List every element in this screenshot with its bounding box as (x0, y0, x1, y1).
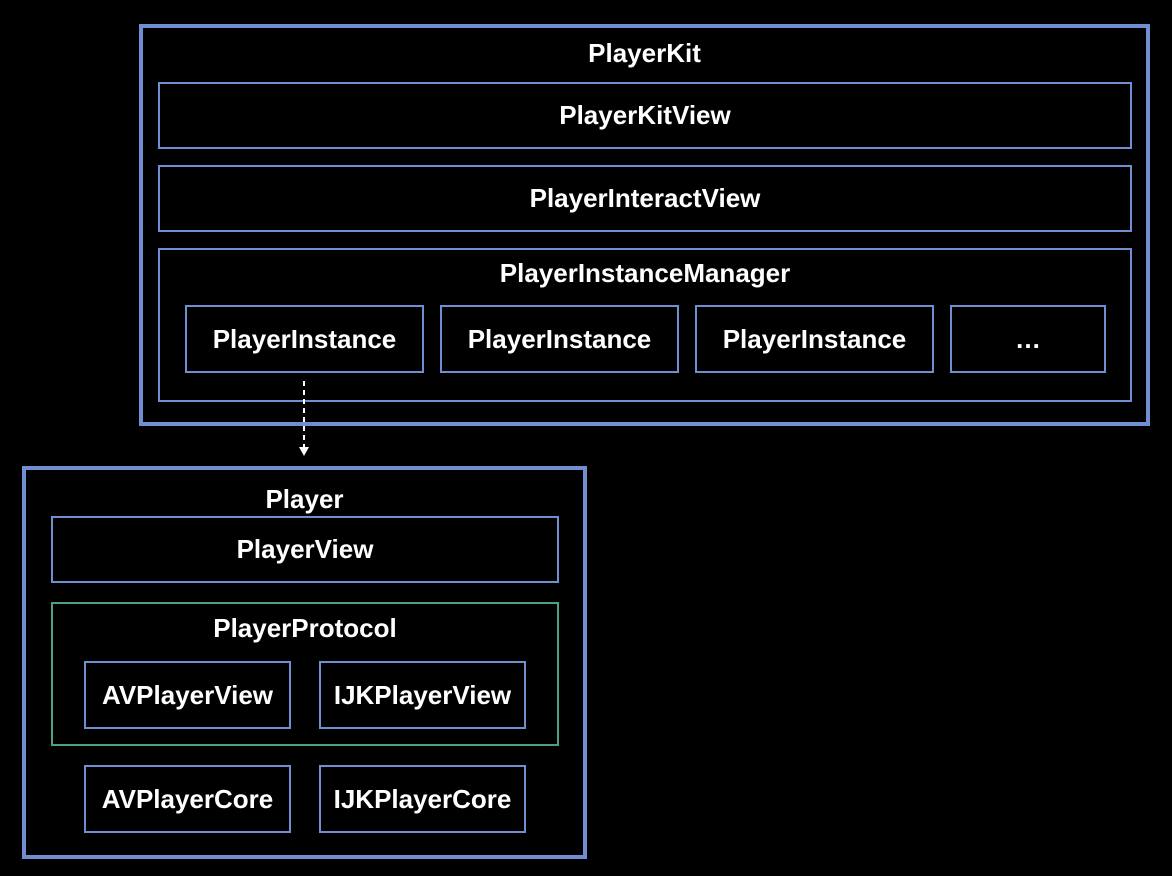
player-interact-view-label: PlayerInteractView (529, 183, 761, 213)
more-instances-box: … (950, 305, 1106, 373)
ijkplayer-view-box: IJKPlayerView (319, 661, 526, 729)
player-instance-manager-box: PlayerInstanceManager (158, 248, 1132, 402)
avplayer-view-label: AVPlayerView (101, 679, 274, 710)
player-instance-box: PlayerInstance (695, 305, 934, 373)
player-instance-label: PlayerInstance (467, 323, 652, 354)
player-protocol-box: PlayerProtocol (51, 602, 559, 746)
arrow-head (299, 447, 309, 456)
player-instance-box: PlayerInstance (440, 305, 679, 373)
playerkit-title: PlayerKit (588, 38, 701, 68)
player-instance-label: PlayerInstance (722, 323, 907, 354)
ijkplayer-core-box: IJKPlayerCore (319, 765, 526, 833)
player-interact-view-box: PlayerInteractView (158, 165, 1132, 232)
ijkplayer-view-label: IJKPlayerView (333, 679, 512, 710)
player-container: Player (22, 466, 587, 859)
player-view-label: PlayerView (236, 534, 374, 564)
avplayer-core-box: AVPlayerCore (84, 765, 291, 833)
player-view-box: PlayerView (51, 516, 559, 583)
avplayer-core-label: AVPlayerCore (101, 783, 274, 814)
playerkit-view-box: PlayerKitView (158, 82, 1132, 149)
playerkit-view-label: PlayerKitView (559, 100, 731, 130)
playerkit-container: PlayerKit (139, 24, 1150, 426)
player-instance-box: PlayerInstance (185, 305, 424, 373)
ijkplayer-core-label: IJKPlayerCore (333, 783, 512, 814)
avplayer-view-box: AVPlayerView (84, 661, 291, 729)
player-instance-label: PlayerInstance (212, 323, 397, 354)
player-instance-manager-title: PlayerInstanceManager (499, 258, 791, 288)
player-protocol-title: PlayerProtocol (213, 613, 397, 643)
more-instances-label: … (1015, 323, 1041, 354)
player-title: Player (265, 484, 344, 514)
